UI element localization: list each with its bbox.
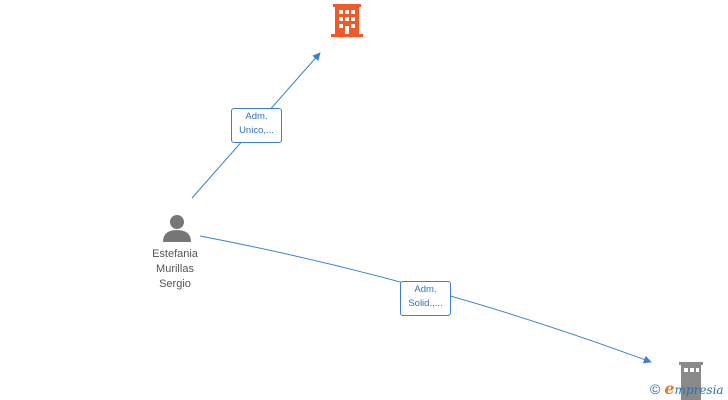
brand-name: mpresia <box>674 383 724 397</box>
copyright-icon: © <box>650 381 661 397</box>
relation-role: Adm. <box>245 111 268 122</box>
relation-label-1[interactable]: Adm. Unico,... <box>231 108 282 143</box>
person-node[interactable] <box>163 215 191 242</box>
relation-role-detail: Solid.,... <box>408 298 443 309</box>
relation-role: Adm. <box>414 284 437 295</box>
person-name-line: Sergio <box>159 278 191 290</box>
person-icon <box>163 215 191 242</box>
brand-initial: e <box>664 379 675 398</box>
relation-role-detail: Unico,... <box>239 125 274 136</box>
person-name[interactable]: Estefania Murillas Sergio <box>135 247 215 292</box>
person-name-line: Estefania <box>152 248 198 260</box>
brand-logo: © empresia <box>650 379 724 399</box>
company-node-1[interactable] <box>331 4 363 37</box>
company-node-2[interactable] <box>679 362 703 400</box>
relation-label-2[interactable]: Adm. Solid.,... <box>400 281 451 316</box>
person-name-line: Murillas <box>156 263 194 275</box>
building-icon <box>679 362 703 400</box>
